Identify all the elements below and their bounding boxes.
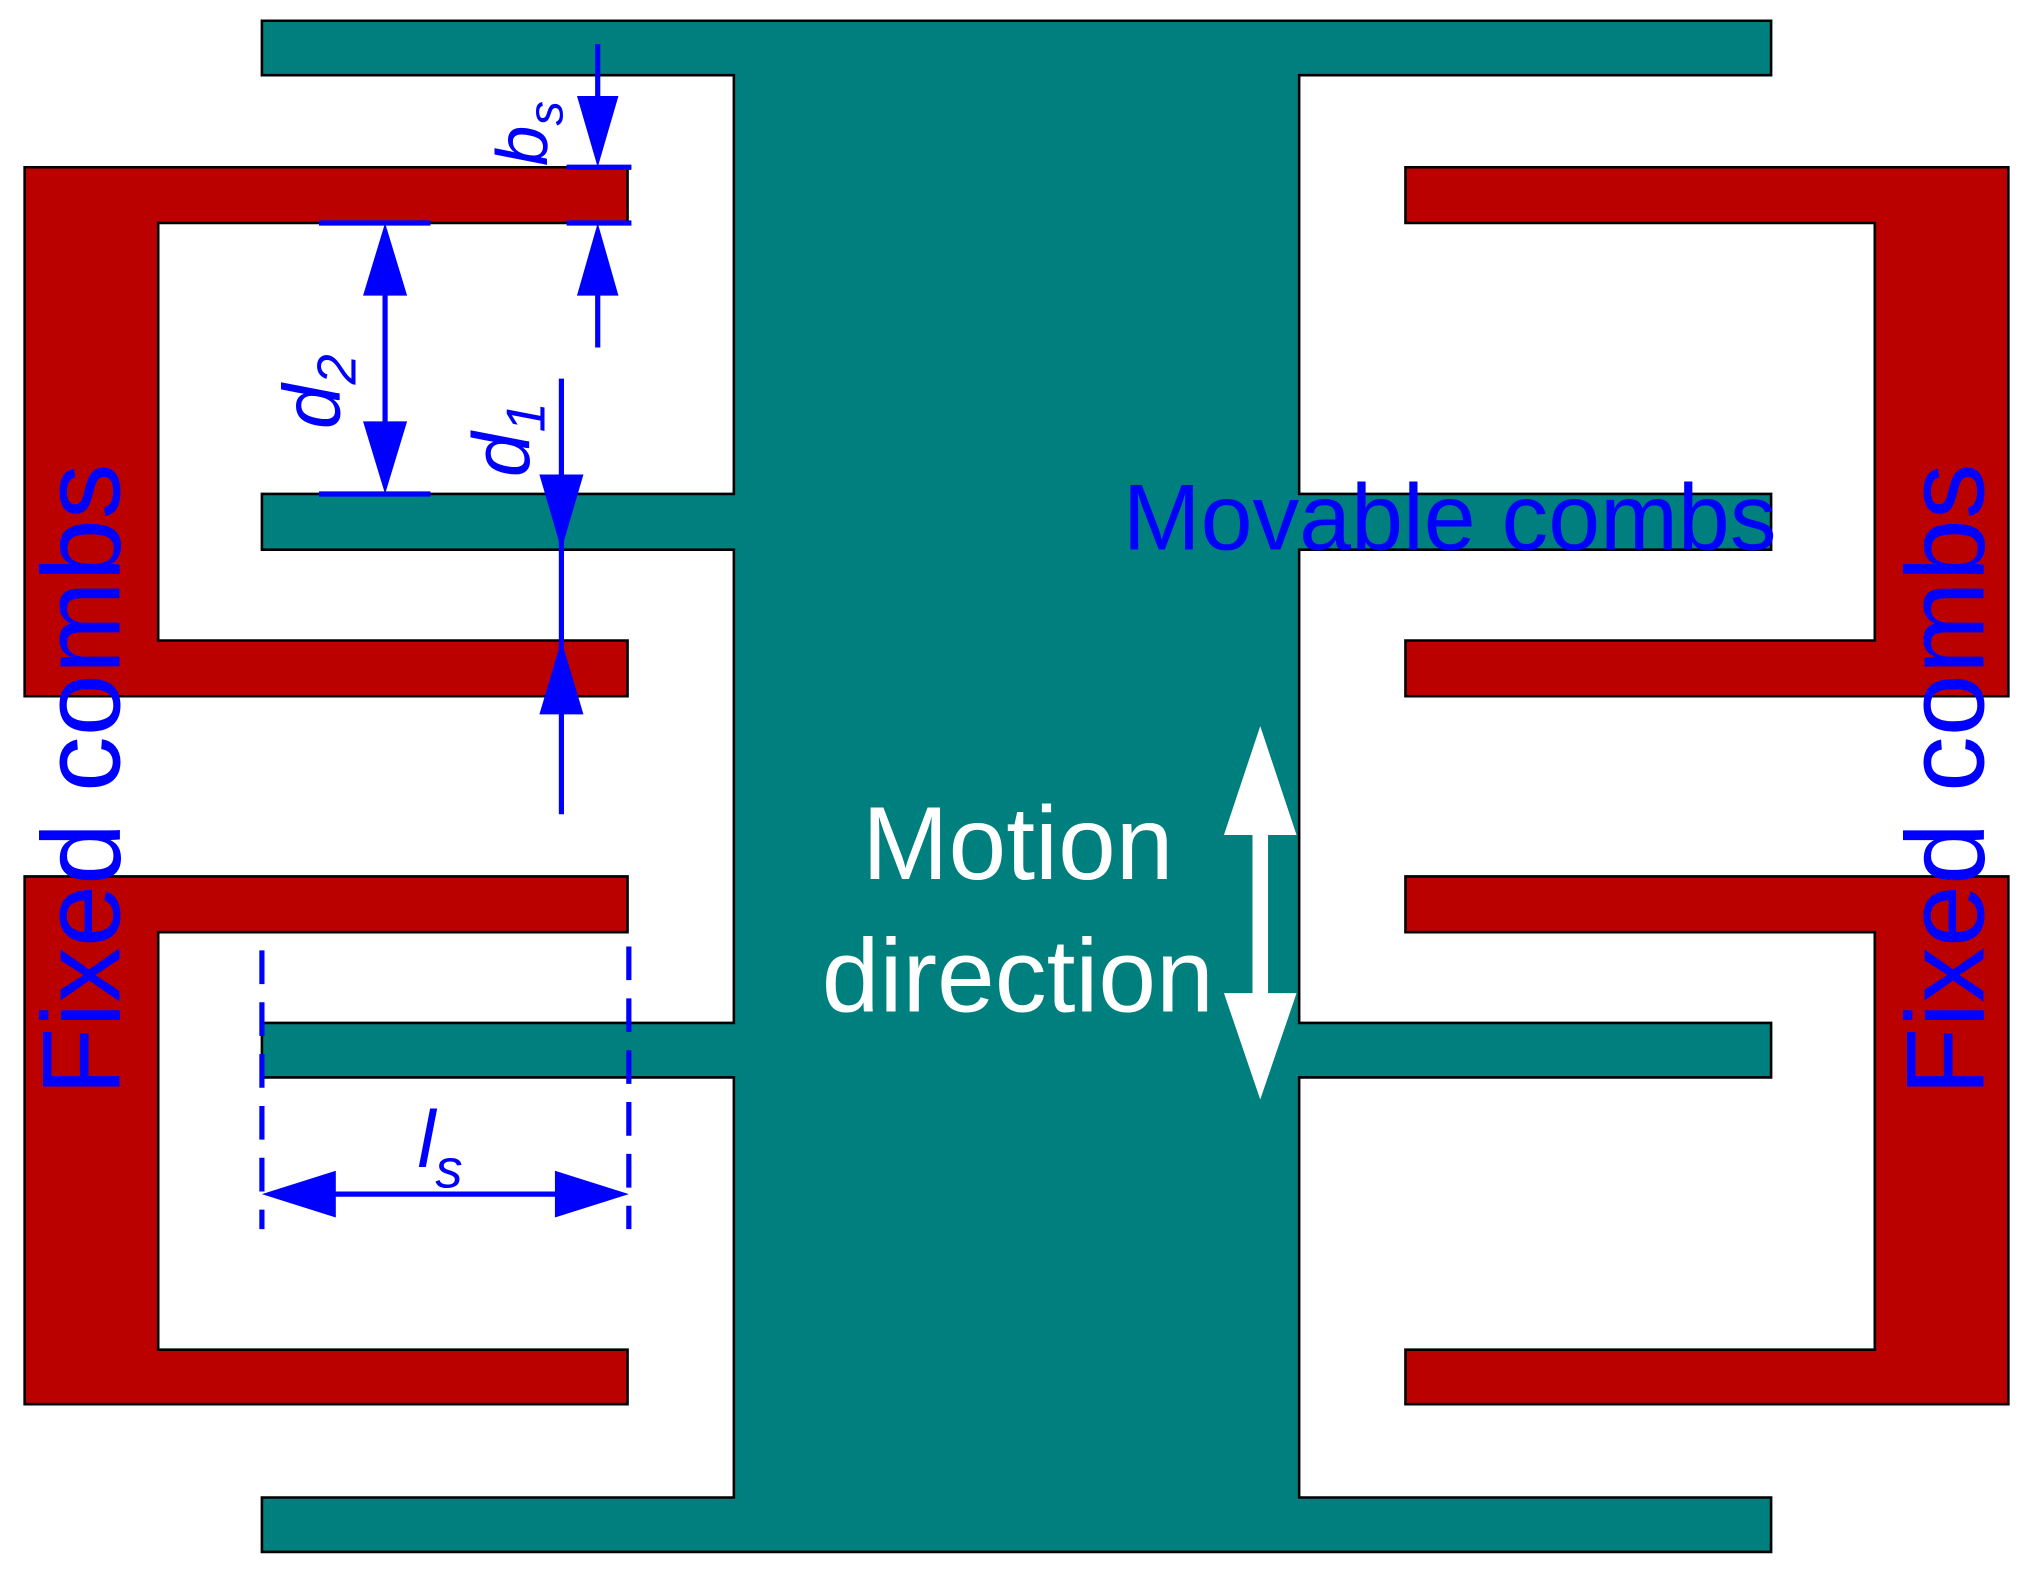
- fixed-combs-label-right: Fixed combs: [1883, 464, 2008, 1096]
- d1-label: d1: [457, 402, 557, 477]
- ls-arrowhead-left: [261, 1170, 336, 1218]
- ls-dimension: ls: [259, 946, 632, 1230]
- d2-dimension: d2: [268, 220, 431, 497]
- d1-arrowhead-down: [539, 474, 584, 550]
- fixed-comb-left-bottom: [23, 875, 629, 1406]
- ls-arrowhead-right: [554, 1170, 629, 1218]
- bs-arrowhead-down: [576, 95, 619, 168]
- bs-label: bs: [482, 101, 574, 166]
- motion-direction-label-line1: Motion: [862, 785, 1173, 901]
- fixed-comb-left-top: [23, 165, 629, 698]
- ls-label: ls: [417, 1095, 462, 1200]
- bs-dimension: bs: [482, 44, 632, 348]
- movable-comb-structure: [260, 19, 1773, 1554]
- motion-direction-arrow: [1223, 726, 1297, 1100]
- fixed-comb-right-bottom: [1404, 875, 2010, 1406]
- d2-arrowhead-down: [363, 421, 408, 494]
- motion-arrowhead-up: [1223, 726, 1297, 835]
- motion-arrowhead-down: [1223, 993, 1297, 1100]
- fixed-comb-right-top: [1404, 165, 2010, 698]
- d2-arrowhead-up: [363, 223, 408, 296]
- d1-dimension: d1: [457, 378, 584, 815]
- d2-label: d2: [268, 354, 368, 429]
- movable-combs-label: Movable combs: [1123, 465, 1777, 570]
- d1-arrowhead-up: [539, 640, 584, 715]
- fixed-combs-label-left: Fixed combs: [18, 464, 143, 1096]
- bs-arrowhead-up: [576, 223, 619, 296]
- motion-direction-label-line2: direction: [822, 917, 1214, 1033]
